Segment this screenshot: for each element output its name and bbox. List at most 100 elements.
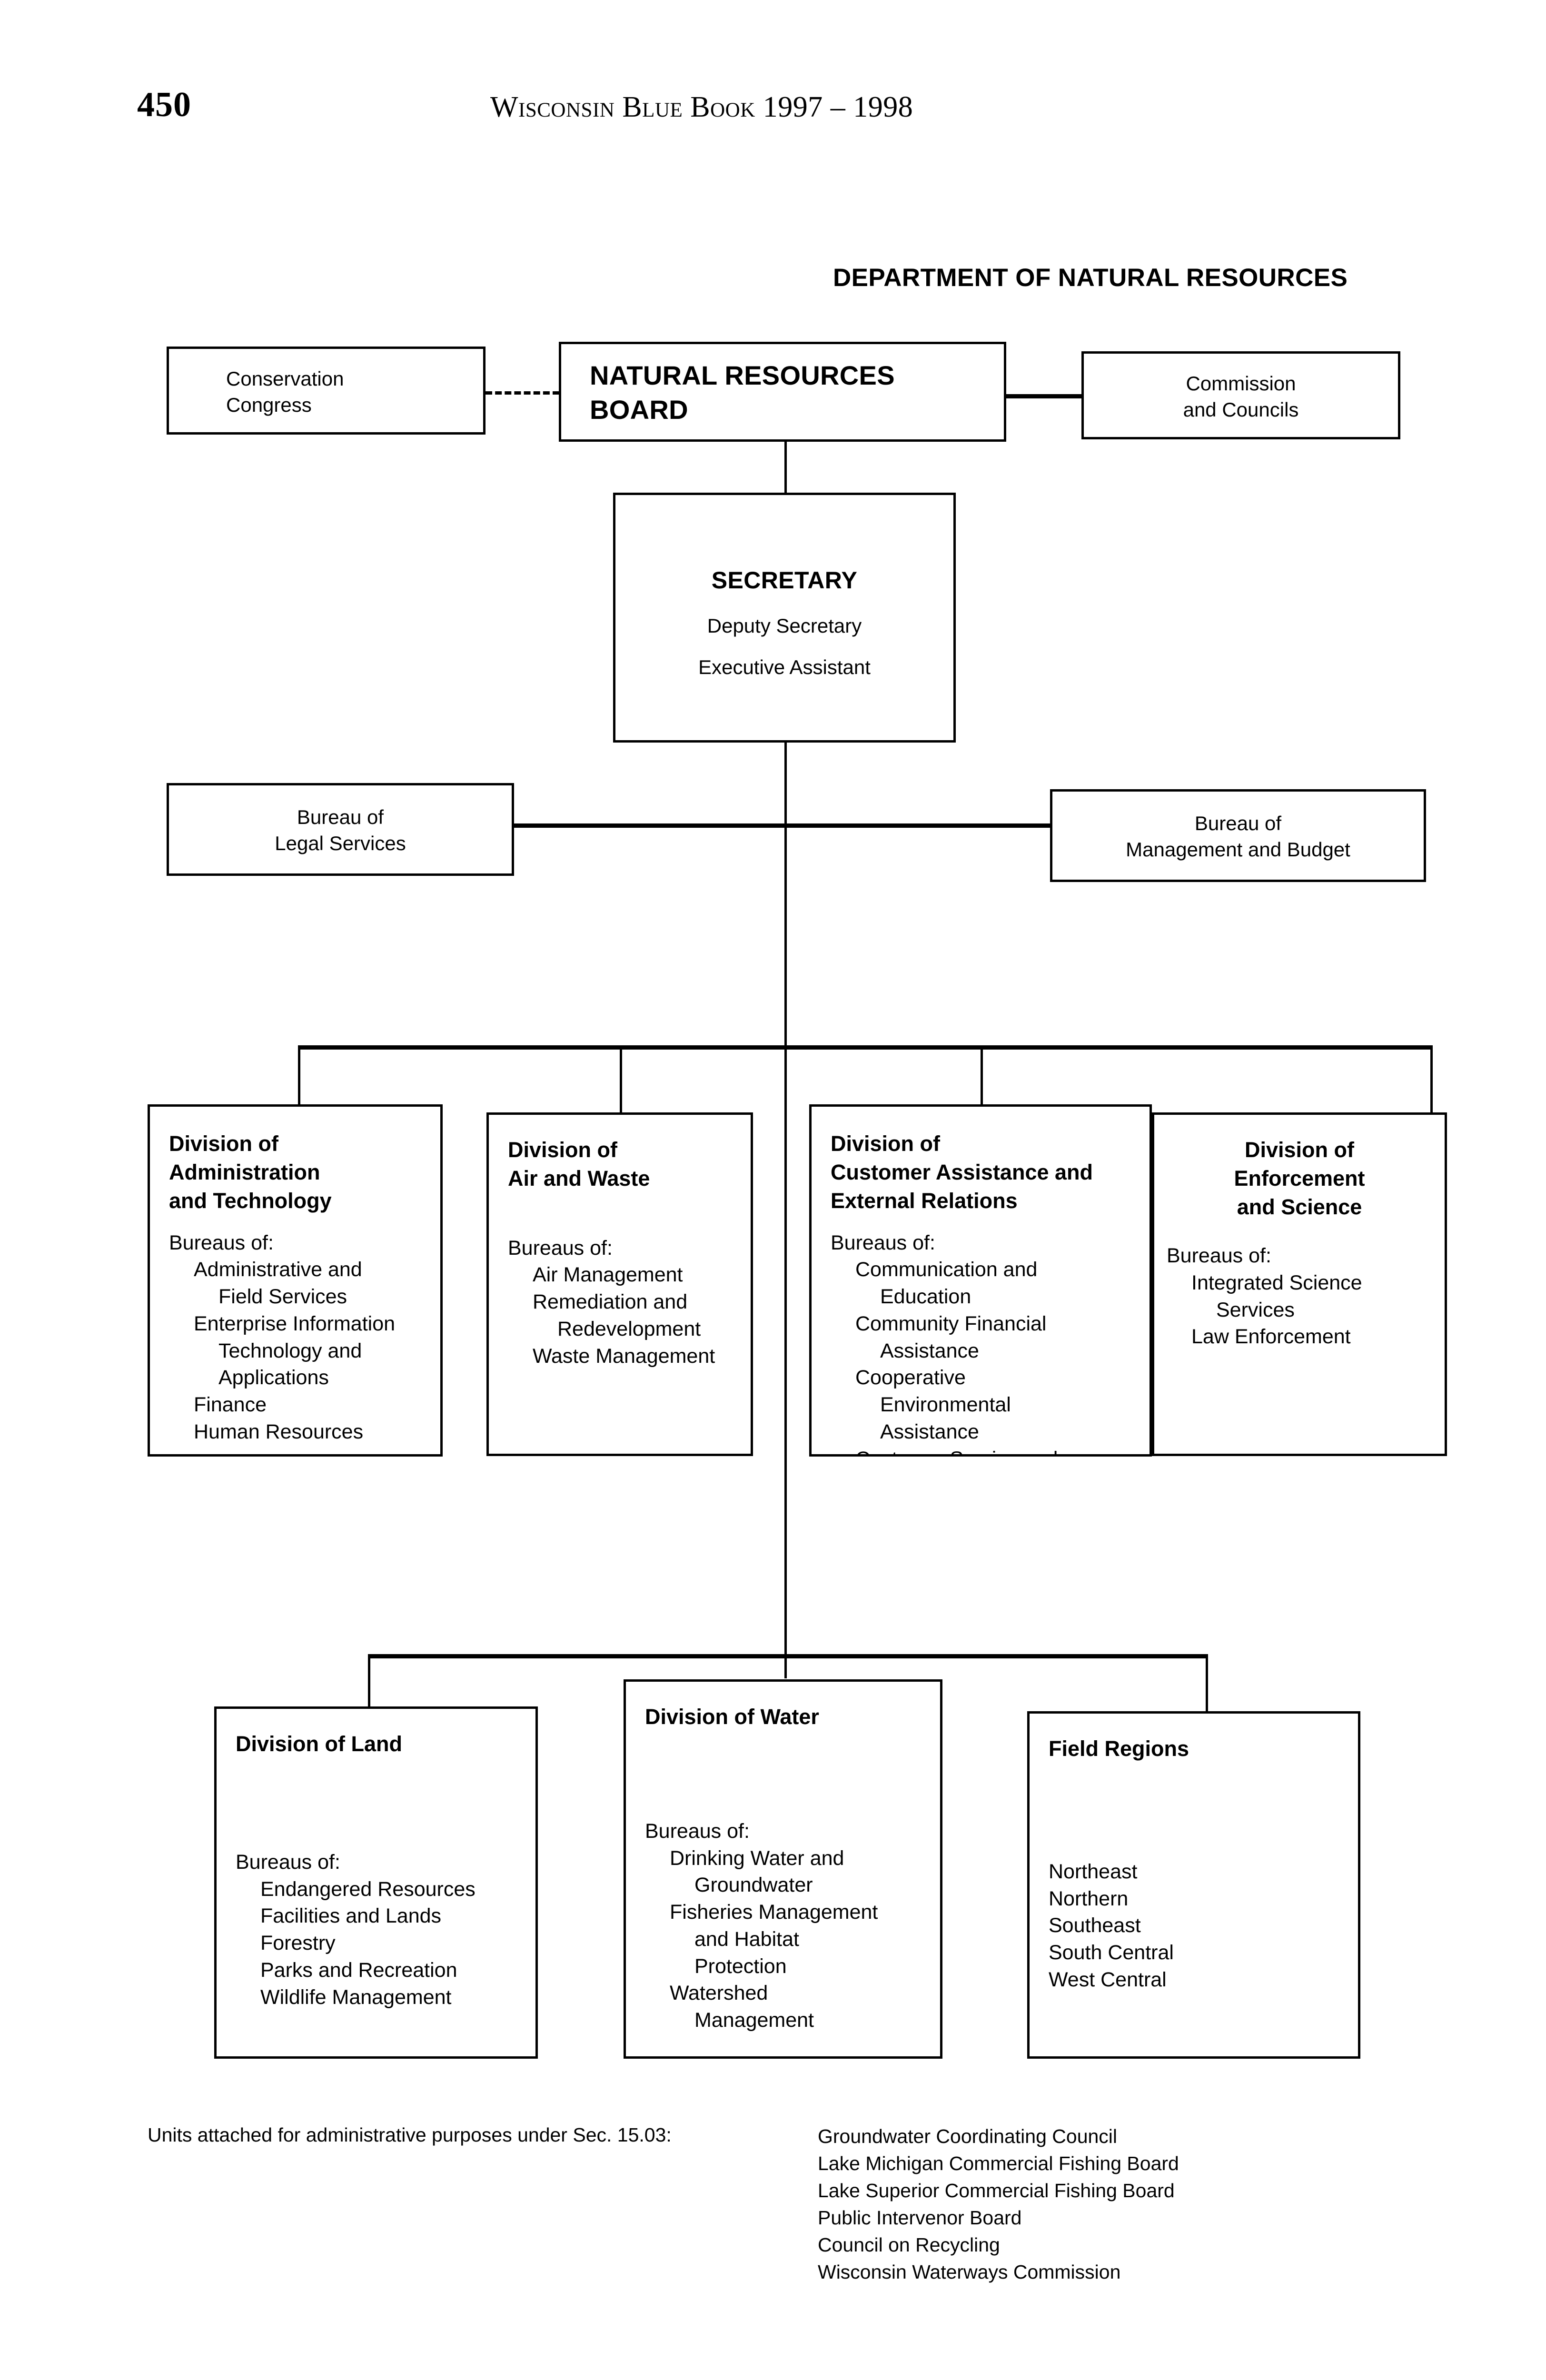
node-division-administration-and-technology[interactable]: Division of Administration and Technolog… — [148, 1104, 443, 1457]
division-water-sub-label: Bureaus of: — [645, 1819, 750, 1843]
region-item: Northeast — [1049, 1860, 1138, 1883]
bureau-line-cont: Field Services — [218, 1285, 347, 1309]
field-regions-heading: Field Regions — [1049, 1736, 1189, 1761]
division-4-heading-line-2: Enforcement — [1234, 1166, 1365, 1190]
connector-drop-div3 — [981, 1045, 983, 1106]
conservation-congress-line2: Congress — [226, 393, 312, 416]
footer-attached-units-list: Groundwater Coordinating Council Lake Mi… — [818, 2123, 1179, 2286]
secretary-title: SECRETARY — [711, 567, 858, 594]
node-field-regions[interactable]: Field Regions Northeast Northern Southea… — [1027, 1711, 1360, 2059]
attached-unit-item: Council on Recycling — [818, 2233, 1000, 2256]
bureau-item: Parks and Recreation — [236, 1957, 526, 1984]
node-conservation-congress[interactable]: Conservation Congress — [167, 347, 486, 435]
attached-unit-item: Wisconsin Waterways Commission — [818, 2261, 1121, 2283]
secretary-deputy: Deputy Secretary — [707, 615, 862, 637]
bureau-item: Waste Management — [508, 1343, 741, 1370]
bureau-item: Facilities and Lands — [236, 1903, 526, 1930]
field-regions-list: Northeast Northern Southeast South Centr… — [1049, 1858, 1348, 1993]
bureau-item: Finance — [169, 1391, 431, 1418]
bureau-line: Human Resources — [194, 1420, 364, 1443]
node-division-land[interactable]: Division of Land Bureaus of: Endangered … — [214, 1706, 538, 2059]
node-division-customer-assistance[interactable]: Division of Customer Assistance and Exte… — [809, 1104, 1152, 1457]
connector-board-secretary — [784, 442, 787, 494]
bureau-item: Drinking Water and Groundwater — [645, 1845, 931, 1899]
attached-unit-item: Lake Superior Commercial Fishing Board — [818, 2179, 1175, 2202]
division-3-heading-line-3: External Relations — [831, 1188, 1018, 1213]
bureau-item: Integrated Science Services — [1167, 1269, 1438, 1324]
connector-drop-land — [368, 1654, 370, 1707]
bureau-line: Air Management — [533, 1263, 683, 1287]
division-2-heading-line-1: Division of — [508, 1138, 618, 1162]
division-1-heading-line-3: and Technology — [169, 1188, 332, 1213]
bureau-line-cont: Assistance — [880, 1339, 979, 1362]
bureau-line: Law Enforcement — [1191, 1325, 1351, 1349]
region-item: South Central — [1049, 1941, 1174, 1964]
bureau-item: Wildlife Management — [236, 1984, 526, 2011]
node-commission-and-councils[interactable]: Commission and Councils — [1081, 351, 1400, 439]
bureau-line: Integrated Science — [1191, 1271, 1362, 1294]
bureau-line-cont: Management — [694, 2009, 814, 2032]
bureau-line-cont: Technology and — [218, 1339, 362, 1362]
connector-dashed-congress-board — [486, 391, 559, 395]
node-division-air-and-waste[interactable]: Division of Air and Waste Bureaus of: Ai… — [486, 1112, 753, 1456]
connector-division-bus-row1 — [299, 1045, 1433, 1050]
connector-drop-div1 — [298, 1045, 300, 1106]
commission-line2: and Councils — [1183, 398, 1299, 421]
bureau-line-cont: Applications — [218, 1366, 329, 1389]
bureau-line: Forestry — [260, 1932, 336, 1955]
bureau-item: Fisheries Management and Habitat Protect… — [645, 1899, 931, 1980]
division-1-heading-line-1: Division of — [169, 1131, 279, 1156]
bureau-item: Administrative and Field Services — [169, 1256, 431, 1310]
division-3-heading-line-2: Customer Assistance and — [831, 1160, 1093, 1184]
bureau-item: Communication and Education — [831, 1256, 1142, 1310]
division-water-bureau-list: Drinking Water and Groundwater Fisheries… — [645, 1845, 931, 2034]
bureau-line-cont: and Habitat — [694, 1927, 799, 1951]
division-1-bureau-list: Administrative and Field Services Enterp… — [169, 1256, 431, 1445]
division-water-heading: Division of Water — [645, 1705, 819, 1729]
bureau-line: Finance — [194, 1393, 267, 1417]
bureau-line-cont: Environmental — [880, 1393, 1011, 1417]
node-bureau-legal-services[interactable]: Bureau of Legal Services — [167, 783, 514, 876]
bureau-line: Endangered Resources — [260, 1877, 476, 1901]
bureau-line: Watershed — [670, 1982, 768, 2005]
node-division-water[interactable]: Division of Water Bureaus of: Drinking W… — [624, 1679, 942, 2059]
bureau-line: Administrative and — [194, 1258, 362, 1281]
region-item: West Central — [1049, 1968, 1167, 1991]
node-bureau-management-budget[interactable]: Bureau of Management and Budget — [1050, 789, 1426, 882]
chart-title: DEPARTMENT OF NATURAL RESOURCES — [833, 264, 1348, 292]
connector-drop-div4 — [1430, 1045, 1433, 1114]
division-1-sub-label: Bureaus of: — [169, 1231, 274, 1254]
division-3-heading-line-1: Division of — [831, 1131, 941, 1156]
division-4-heading-line-3: and Science — [1237, 1194, 1362, 1219]
node-division-enforcement-and-science[interactable]: Division of Enforcement and Science Bure… — [1152, 1112, 1447, 1456]
bureau-line-cont: Groundwater — [694, 1874, 813, 1897]
division-1-heading-line-2: Administration — [169, 1160, 320, 1184]
connector-board-commission — [1006, 394, 1082, 398]
secretary-exec-assistant: Executive Assistant — [698, 655, 871, 678]
region-item: Northern — [1049, 1887, 1129, 1910]
division-4-bureau-list: Integrated Science Services Law Enforcem… — [1167, 1269, 1438, 1350]
bureau-item: Endangered Resources — [236, 1876, 526, 1903]
attached-unit-item: Lake Michigan Commercial Fishing Board — [818, 2152, 1179, 2174]
node-natural-resources-board[interactable]: NATURAL RESOURCES BOARD — [559, 342, 1006, 442]
footer-label: Units attached for administrative purpos… — [148, 2124, 672, 2146]
bureau-line: Enterprise Information — [194, 1312, 396, 1335]
division-land-bureau-list: Endangered Resources Facilities and Land… — [236, 1876, 526, 2011]
bureau-line-cont: Assistance — [880, 1420, 979, 1443]
bureau-item: Remediation and Redevelopment — [508, 1289, 741, 1343]
bureau-line: Customer Service and — [855, 1448, 1058, 1454]
bureau-line: Cooperative — [855, 1366, 966, 1389]
bureau-mgmt-line1: Bureau of — [1194, 812, 1282, 834]
bureau-item: Watershed Management — [645, 1980, 931, 2034]
running-head: Wisconsin Blue Book 1997 – 1998 — [490, 91, 913, 123]
node-secretary[interactable]: SECRETARY Deputy Secretary Executive Ass… — [613, 493, 956, 743]
board-line1: NATURAL RESOURCES — [590, 360, 895, 390]
bureau-legal-line2: Legal Services — [275, 832, 406, 854]
board-line2: BOARD — [590, 394, 688, 425]
division-2-heading-line-2: Air and Waste — [508, 1166, 650, 1190]
bureau-item: Cooperative Environmental Assistance — [831, 1364, 1142, 1445]
conservation-congress-line1: Conservation — [226, 367, 344, 390]
division-4-sub-label: Bureaus of: — [1167, 1244, 1271, 1267]
bureau-item: Forestry — [236, 1930, 526, 1957]
bureau-item: Law Enforcement — [1167, 1323, 1438, 1350]
